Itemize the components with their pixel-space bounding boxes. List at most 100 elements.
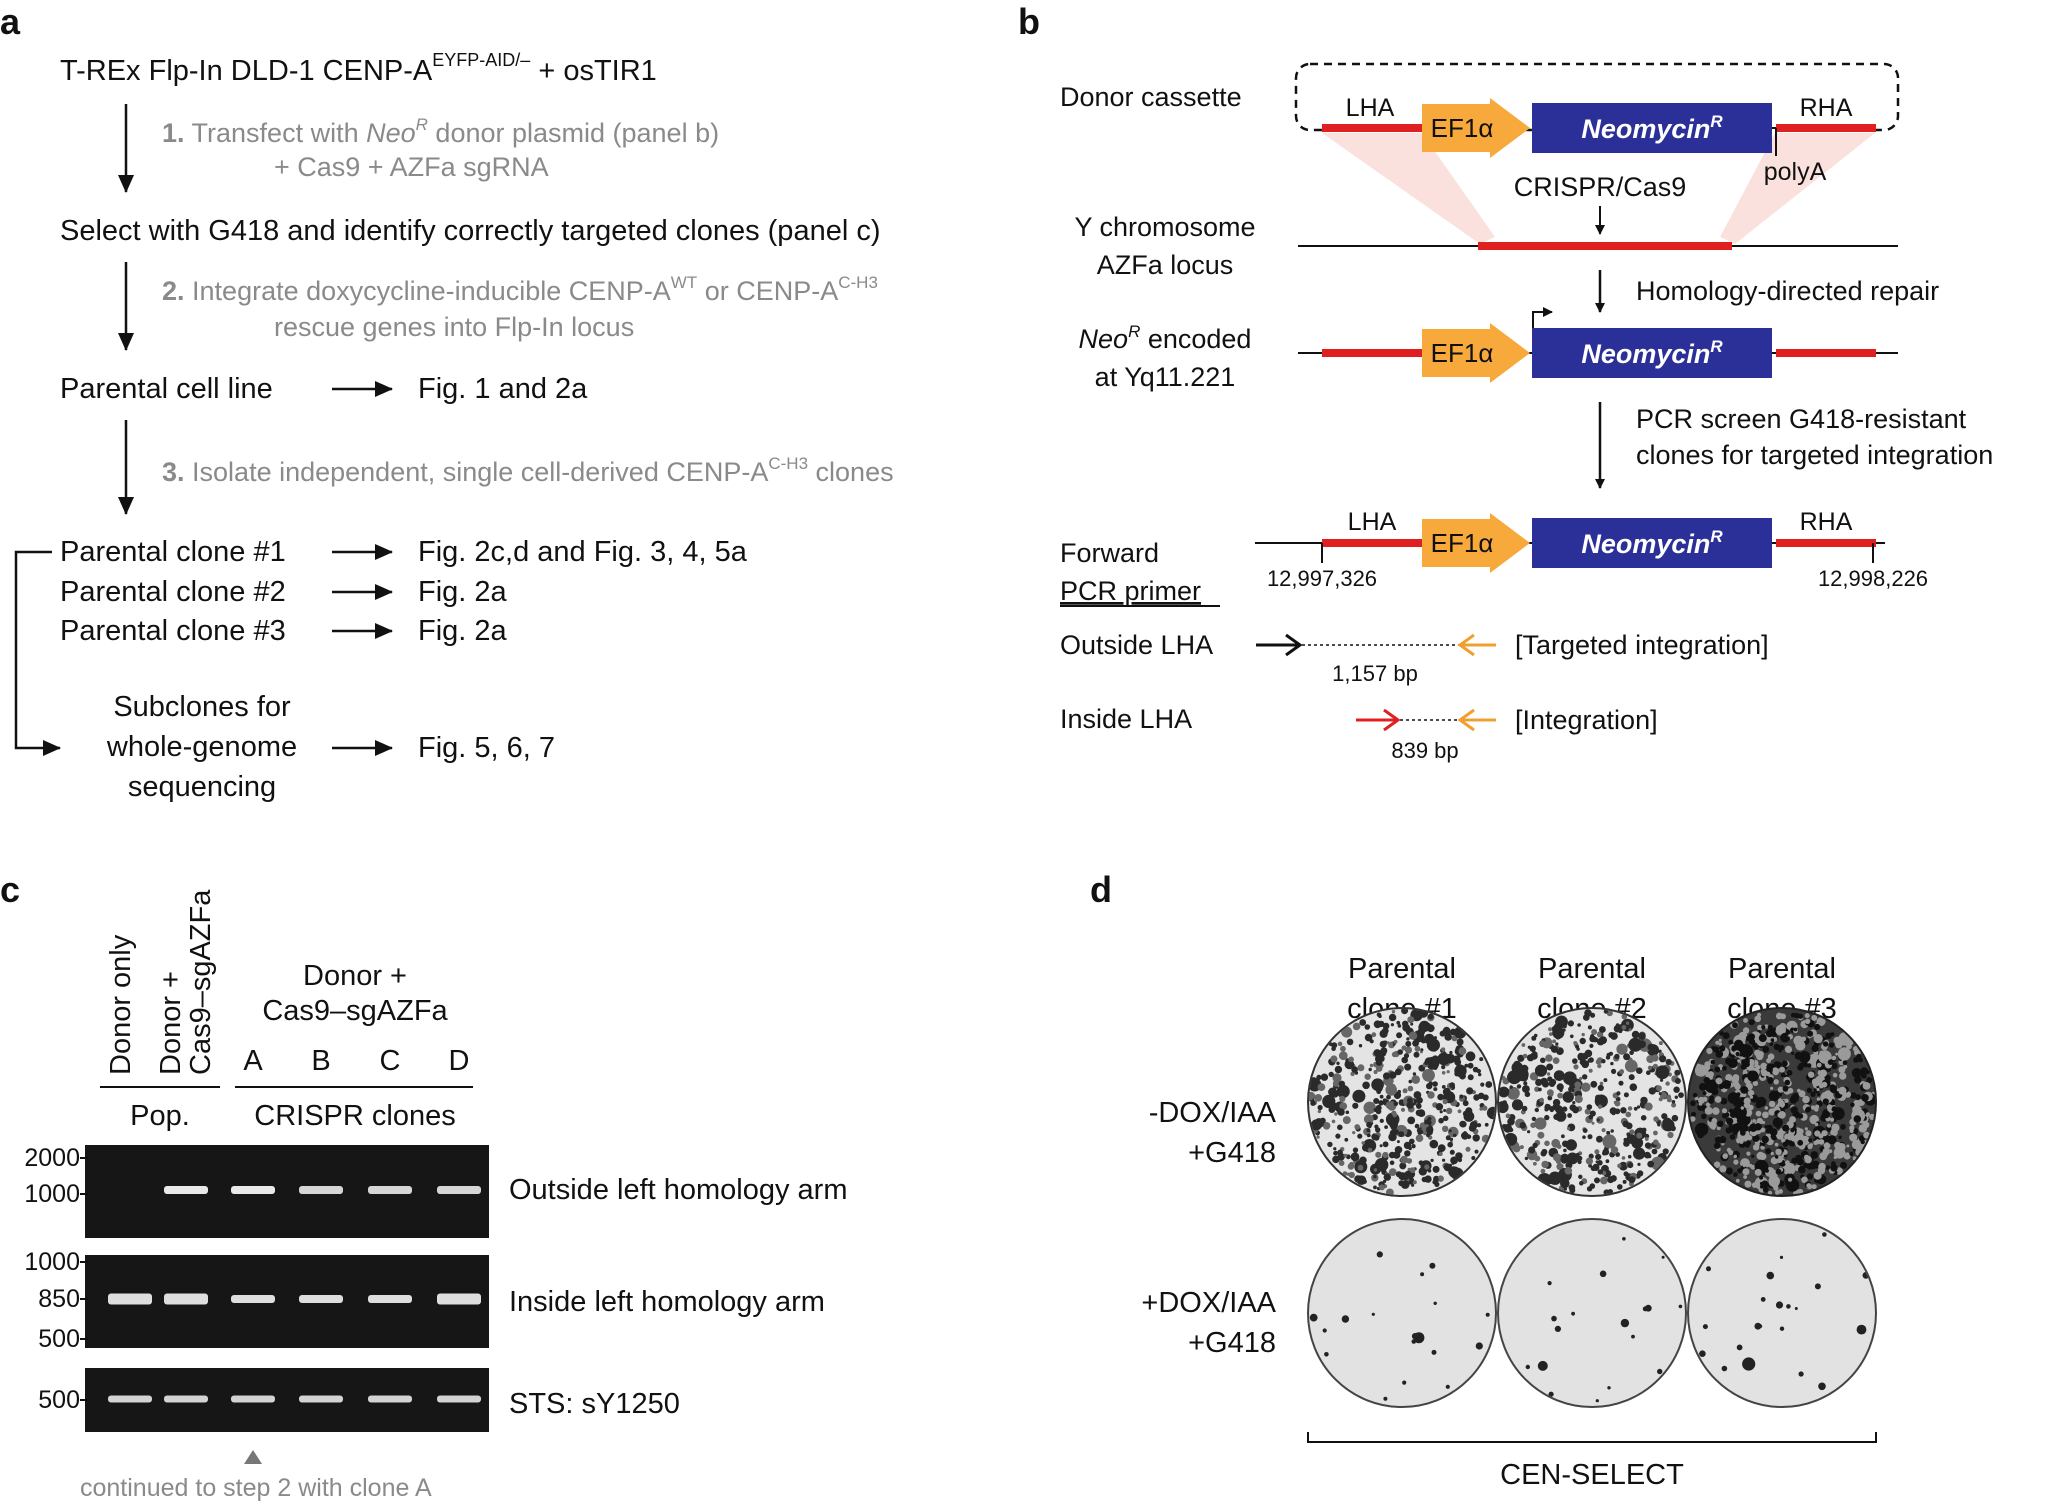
colony (1445, 1384, 1450, 1389)
colony (1786, 1070, 1793, 1076)
colony (1765, 1148, 1772, 1155)
colony (1854, 1076, 1862, 1084)
colony (1827, 1135, 1837, 1145)
colony (1588, 1163, 1592, 1168)
colony (1373, 1174, 1377, 1179)
colony (1347, 1163, 1355, 1170)
colony (1647, 1160, 1655, 1168)
colony (1413, 1051, 1420, 1058)
colony (1711, 1118, 1718, 1124)
d-col-3-a: Parental (1728, 953, 1836, 985)
colony (1600, 1176, 1608, 1185)
gel-band-outside (368, 1186, 412, 1194)
colony (1317, 1104, 1323, 1111)
colony (1391, 1051, 1398, 1058)
colony (1368, 1067, 1372, 1072)
b-ychrom-2: AZFa locus (1097, 250, 1234, 280)
colony (1866, 1070, 1870, 1075)
c-marker-500b: 500 (38, 1386, 80, 1414)
b-coord-left: 12,997,326 (1267, 566, 1377, 591)
colony (1732, 1074, 1740, 1081)
colony (1517, 1054, 1525, 1062)
colony (1705, 1065, 1711, 1071)
colony (1644, 1142, 1652, 1149)
colony (1759, 1152, 1767, 1161)
colony (1727, 1092, 1740, 1104)
colony (1563, 1148, 1567, 1153)
colony (1350, 1071, 1355, 1077)
colony (1647, 1043, 1655, 1051)
colony (1516, 1084, 1522, 1089)
colony (1814, 1283, 1821, 1290)
colony (1587, 1134, 1593, 1140)
colony (1441, 1085, 1446, 1089)
colony (1815, 1082, 1819, 1087)
colony (1519, 1122, 1527, 1129)
colony (1752, 1080, 1759, 1087)
colony (1757, 1024, 1763, 1031)
colony (1666, 1094, 1672, 1099)
colony (1552, 1057, 1560, 1064)
c-lane-donor-plus: Donor + (155, 971, 187, 1075)
colony (1527, 1130, 1531, 1134)
colony (1440, 1055, 1444, 1059)
colony (1637, 1170, 1644, 1177)
c-lane-cas9: Cas9–sgAZFa (185, 889, 217, 1075)
colony (1784, 1098, 1789, 1104)
colony (1712, 1107, 1720, 1115)
colony (1317, 1109, 1322, 1114)
colony (1850, 1102, 1855, 1107)
colony (1791, 1051, 1795, 1055)
colony (1652, 1063, 1659, 1070)
colony (1722, 1065, 1727, 1071)
colony (1375, 1151, 1382, 1158)
colony (1840, 1163, 1845, 1168)
b-lha-label: LHA (1346, 94, 1395, 122)
b-ychrom-1: Y chromosome (1074, 212, 1255, 242)
panel-c-label: c (0, 869, 20, 910)
colony (1427, 1091, 1435, 1099)
colony (1388, 1132, 1397, 1142)
colony (1607, 1386, 1611, 1390)
gel-band-outside (437, 1186, 481, 1194)
colony (1386, 1094, 1391, 1100)
colony (1581, 1052, 1589, 1060)
colony (1851, 1139, 1862, 1150)
colony (1530, 1122, 1536, 1128)
colony (1748, 1163, 1753, 1168)
colony (1712, 1046, 1720, 1053)
colony (1849, 1151, 1854, 1156)
colony (1754, 1168, 1762, 1176)
colony (1446, 1070, 1450, 1074)
colony (1432, 1081, 1438, 1087)
colony (1419, 1129, 1424, 1135)
colony (1573, 1160, 1577, 1164)
colony (1534, 1155, 1541, 1162)
panel-a-label: a (0, 1, 21, 42)
colony (1758, 1034, 1767, 1043)
colony (1760, 1062, 1768, 1070)
colony (1775, 1168, 1782, 1175)
colony (1772, 1182, 1779, 1189)
colony (1786, 1132, 1795, 1141)
colony (1346, 1172, 1351, 1176)
colony (1531, 1116, 1537, 1122)
colony (1486, 1106, 1495, 1120)
colony (1367, 1147, 1373, 1153)
colony (1366, 1128, 1371, 1133)
c-gel-outside-label: Outside left homology arm (509, 1174, 847, 1206)
colony (1429, 1139, 1439, 1149)
colony (1352, 1102, 1359, 1109)
colony (1625, 1021, 1630, 1025)
a-step1: 1. Transfect with NeoR donor plasmid (pa… (162, 115, 719, 148)
colony (1319, 1117, 1326, 1124)
colony (1403, 1053, 1410, 1059)
colony (1761, 1120, 1766, 1125)
colony (1597, 1063, 1602, 1069)
colony (1743, 1058, 1750, 1065)
colony (1338, 1051, 1348, 1061)
colony (1411, 1144, 1416, 1149)
colony (1562, 1091, 1574, 1103)
colony (1339, 1095, 1346, 1102)
colony (1379, 1118, 1384, 1123)
